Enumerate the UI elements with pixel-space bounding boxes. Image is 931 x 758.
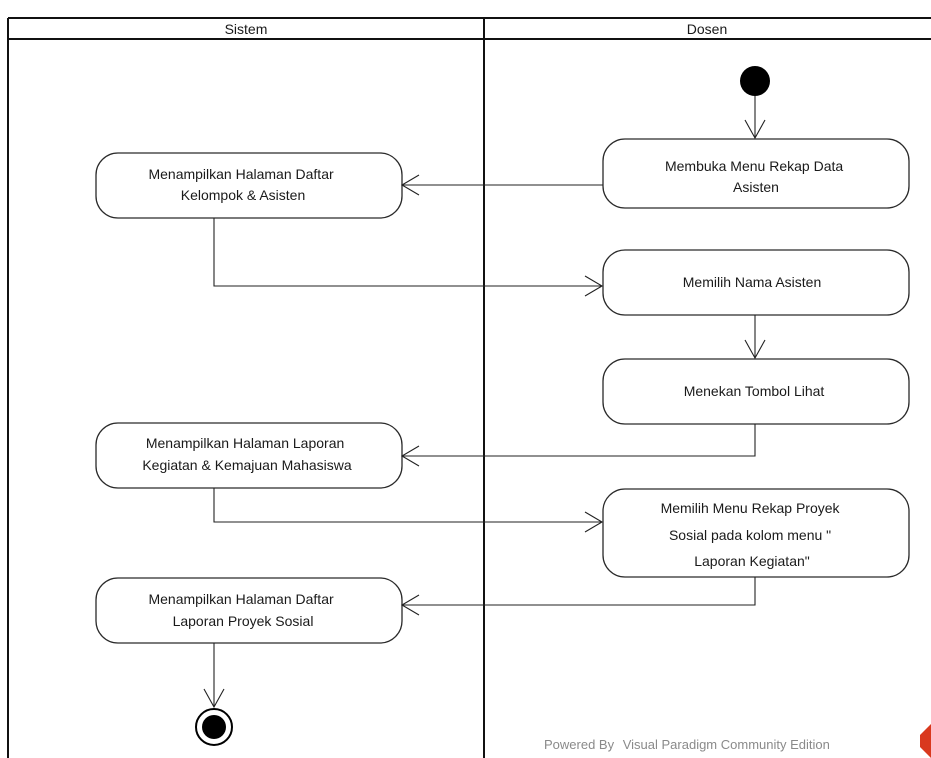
action-show-project-report-label: Menampilkan Halaman Daftar Laporan Proye…	[148, 591, 337, 629]
visual-paradigm-logo-icon	[920, 724, 931, 758]
control-flows	[203, 96, 766, 709]
action-open-menu: Membuka Menu Rekap Data Asisten	[602, 138, 910, 209]
flow-choose-project-show-project	[402, 577, 756, 606]
flow-arrowhead	[584, 275, 604, 297]
swimlane-frame	[7, 17, 931, 758]
flow-arrowhead	[744, 119, 766, 140]
action-show-group-list: Menampilkan Halaman Daftar Kelompok & As…	[95, 152, 403, 219]
flow-arrowhead	[400, 445, 420, 467]
initial-node	[740, 66, 770, 96]
action-choose-project-menu: Memilih Menu Rekap Proyek Sosial pada ko…	[602, 488, 910, 578]
action-choose-project-menu-label: Memilih Menu Rekap Proyek Sosial pada ko…	[661, 500, 844, 569]
action-choose-assistant: Memilih Nama Asisten	[602, 249, 910, 316]
flow-press-view-show-report	[402, 424, 756, 457]
action-open-menu-label: Membuka Menu Rekap Data Asisten	[665, 158, 847, 195]
action-show-group-list-label: Menampilkan Halaman Daftar Kelompok & As…	[148, 166, 337, 203]
action-show-activity-report: Menampilkan Halaman Laporan Kegiatan & K…	[95, 422, 403, 489]
action-press-view-label: Menekan Tombol Lihat	[684, 383, 825, 399]
action-choose-assistant-label: Memilih Nama Asisten	[683, 274, 822, 290]
lane-title-dosen: Dosen	[687, 21, 727, 37]
footer-powered-by: Powered By Visual Paradigm Community Edi…	[544, 737, 830, 752]
action-show-activity-report-label: Menampilkan Halaman Laporan Kegiatan & K…	[142, 435, 352, 473]
flow-arrowhead	[400, 174, 420, 196]
action-press-view: Menekan Tombol Lihat	[602, 358, 910, 425]
flow-arrowhead	[584, 511, 604, 533]
flow-arrowhead	[744, 339, 766, 360]
flow-show-list-choose-assistant	[213, 218, 602, 287]
flow-arrowhead	[203, 688, 225, 709]
lane-title-sistem: Sistem	[225, 21, 268, 37]
final-node	[195, 708, 233, 746]
action-show-project-report: Menampilkan Halaman Daftar Laporan Proye…	[95, 577, 403, 644]
flow-show-report-choose-project	[213, 488, 602, 523]
flow-arrowhead	[400, 594, 420, 616]
